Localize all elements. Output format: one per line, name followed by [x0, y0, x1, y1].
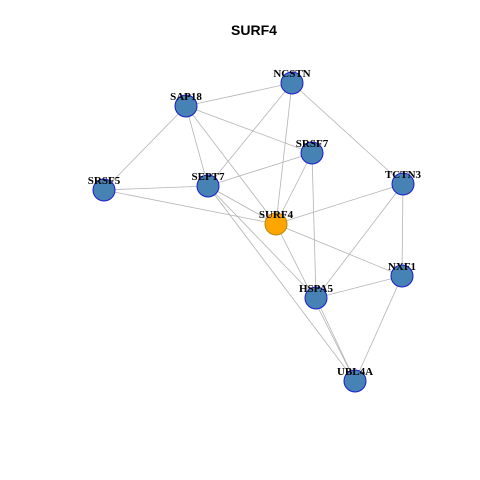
node-label: HSPA5: [299, 283, 334, 295]
edge-sap18-srsf5: [103, 105, 187, 191]
edge-hspa5-ubl4a: [315, 297, 356, 382]
edge-srsf7-sept7: [207, 152, 313, 187]
node-label: NXF1: [388, 261, 416, 273]
node-circle: [304, 286, 328, 310]
node-circle: [343, 369, 367, 393]
edge-ncstn-sept7: [207, 82, 293, 187]
edge-srsf7-hspa5: [311, 152, 317, 299]
node-surf4: SURF4: [259, 209, 294, 236]
edge-tctn3-nxf1: [401, 183, 404, 277]
node-circle: [300, 141, 324, 165]
node-srsf5: SRSF5: [88, 175, 121, 202]
edge-layer: [103, 82, 404, 382]
node-hspa5: HSPA5: [299, 283, 334, 310]
edge-sap18-surf4: [185, 105, 277, 225]
node-circle: [92, 178, 116, 202]
node-circle: [264, 212, 288, 236]
edge-sap18-sept7: [185, 105, 209, 187]
edge-hspa5-nxf1: [315, 275, 403, 299]
edge-ncstn-surf4: [275, 82, 293, 225]
node-label: SEPT7: [191, 171, 225, 183]
node-label: UBL4A: [337, 366, 373, 378]
node-tctn3: TCTN3: [385, 169, 422, 196]
node-sap18: SAP18: [170, 91, 202, 118]
node-label: SRSF5: [88, 175, 121, 187]
edge-srsf5-sept7: [103, 185, 209, 191]
edge-sept7-hspa5: [207, 185, 317, 299]
node-label: SURF4: [259, 209, 294, 221]
edge-ncstn-tctn3: [291, 82, 404, 185]
node-label: TCTN3: [385, 169, 422, 181]
edge-srsf5-surf4: [103, 189, 277, 225]
node-nxf1: NXF1: [388, 261, 416, 288]
edge-tctn3-hspa5: [315, 183, 404, 299]
edge-nxf1-ubl4a: [354, 275, 403, 382]
edge-tctn3-surf4: [275, 183, 404, 225]
node-circle: [390, 264, 414, 288]
node-circle: [174, 94, 198, 118]
node-label: NCSTN: [273, 68, 310, 80]
node-srsf7: SRSF7: [296, 138, 329, 165]
edge-sap18-srsf7: [185, 105, 313, 154]
edge-sept7-ubl4a: [207, 185, 356, 382]
edge-srsf7-surf4: [275, 152, 313, 225]
node-circle: [280, 71, 304, 95]
node-label: SAP18: [170, 91, 202, 103]
node-label: SRSF7: [296, 138, 329, 150]
graph-title: SURF4: [231, 22, 277, 38]
node-circle: [196, 174, 220, 198]
node-circle: [391, 172, 415, 196]
edge-sept7-surf4: [207, 185, 277, 225]
node-ncstn: NCSTN: [273, 68, 311, 95]
node-sept7: SEPT7: [191, 171, 225, 198]
edge-surf4-nxf1: [275, 223, 403, 277]
node-ubl4a: UBL4A: [337, 366, 373, 393]
edge-sap18-ncstn: [185, 82, 293, 107]
